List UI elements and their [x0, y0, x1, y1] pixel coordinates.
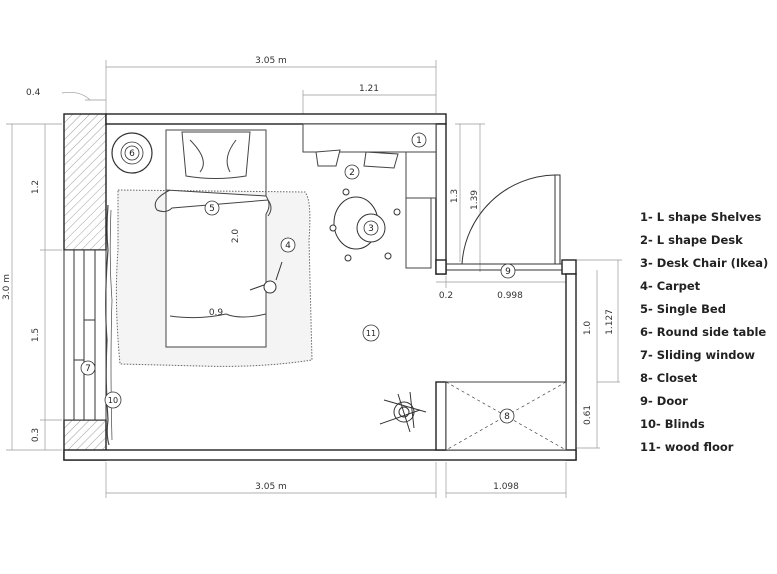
dim-left-window: 1.5	[31, 328, 41, 342]
svg-text:11: 11	[366, 329, 376, 338]
svg-text:6: 6	[129, 149, 135, 159]
dim-top-offset: 0.4	[26, 88, 41, 98]
dim-door-width: 0.998	[497, 291, 523, 301]
tag-9: 9	[500, 263, 516, 279]
tag-1: 1	[411, 132, 427, 148]
dim-top-width: 3.05 m	[255, 56, 287, 66]
door-wall-right	[561, 259, 577, 275]
tag-10: 10	[104, 391, 122, 409]
dim-bottom-width: 3.05 m	[255, 482, 287, 492]
bottom-wall	[63, 449, 577, 461]
floor-object	[249, 261, 283, 294]
tag-6: 6	[124, 145, 140, 161]
svg-text:4: 4	[285, 241, 291, 251]
legend-item: 1- L shape Shelves	[640, 210, 762, 224]
dim-desk-width: 1.21	[359, 84, 379, 94]
legend-item: 7- Sliding window	[640, 348, 756, 362]
tag-8: 8	[499, 408, 515, 424]
svg-text:3: 3	[368, 224, 374, 234]
closet-wall	[435, 381, 447, 451]
tag-4: 4	[280, 237, 296, 253]
svg-text:2: 2	[349, 168, 355, 178]
legend: 1- L shape Shelves 2- L shape Desk 3- De…	[640, 208, 775, 461]
tag-7: 7	[80, 360, 96, 376]
door-wall	[435, 259, 447, 275]
tag-5: 5	[204, 200, 220, 216]
svg-text:9: 9	[505, 267, 511, 277]
dim-door-jamb: 0.2	[439, 291, 453, 301]
dim-wall-13: 1.3	[450, 189, 460, 203]
single-bed	[154, 129, 272, 348]
dim-left-lower: 0.3	[31, 428, 41, 442]
inner-right-wall	[435, 123, 447, 275]
legend-item: 8- Closet	[640, 371, 698, 385]
tag-3: 3	[363, 220, 379, 236]
sliding-window	[63, 249, 107, 421]
tag-2: 2	[344, 164, 360, 180]
dim-bed-width: 0.9	[209, 308, 224, 318]
door	[446, 174, 562, 271]
svg-text:10: 10	[108, 396, 118, 405]
svg-text:5: 5	[209, 204, 215, 214]
dim-closet-width: 1.098	[493, 482, 519, 492]
dim-wall-139: 1.39	[470, 190, 480, 210]
legend-item: 4- Carpet	[640, 279, 701, 293]
round-side-table	[111, 132, 153, 174]
legend-item: 11- wood floor	[640, 440, 734, 454]
left-wall-upper	[63, 113, 107, 251]
right-wall	[565, 273, 577, 461]
dimension-lines	[6, 60, 622, 498]
svg-text:7: 7	[85, 364, 91, 374]
dim-right-061: 0.61	[583, 405, 593, 425]
legend-item: 9- Door	[640, 394, 688, 408]
svg-text:8: 8	[504, 412, 510, 422]
dim-bed-length: 2.0	[231, 229, 241, 244]
tag-11: 11	[362, 324, 380, 342]
legend-item: 5- Single Bed	[640, 302, 726, 316]
dim-left-total: 3.0 m	[2, 274, 12, 300]
shelves-desk	[302, 123, 437, 269]
legend-item: 6- Round side table	[640, 325, 767, 339]
dim-right-1127: 1.127	[605, 309, 615, 335]
walls	[63, 113, 577, 461]
top-wall	[105, 113, 447, 125]
dim-right-10: 1.0	[583, 321, 593, 336]
dim-left-upper: 1.2	[31, 180, 41, 194]
legend-item: 2- L shape Desk	[640, 233, 743, 247]
clothes-rack	[379, 391, 427, 433]
legend-item: 3- Desk Chair (Ikea)	[640, 256, 769, 270]
legend-item: 10- Blinds	[640, 417, 705, 431]
svg-text:1: 1	[416, 136, 422, 146]
